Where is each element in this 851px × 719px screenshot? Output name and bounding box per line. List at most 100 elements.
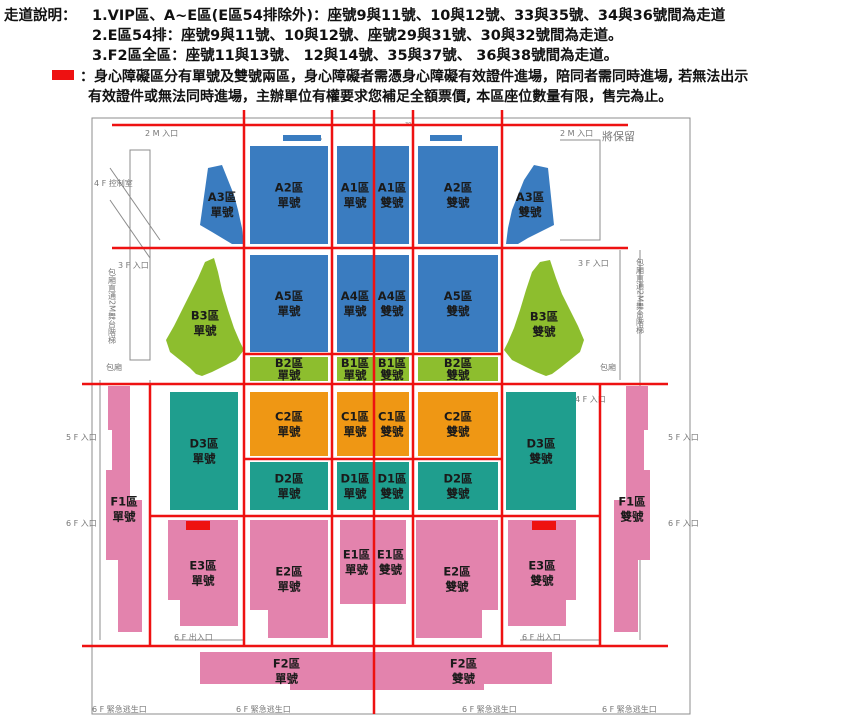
section-a3-left[interactable] <box>200 165 244 244</box>
section-e2-left[interactable] <box>250 520 328 638</box>
section-label-f2-left-name: F2區 <box>273 657 301 671</box>
section-label-b2-right-sub: 雙號 <box>447 368 470 382</box>
section-e3-right[interactable] <box>508 520 576 626</box>
left-box-stair-label-group: 包廂直通2M舞台階梯 <box>108 267 117 345</box>
section-e1-right[interactable] <box>375 520 406 604</box>
section-label-e2-left-sub: 單號 <box>278 580 301 594</box>
direct-stair-label-group: 包廂直通2M舞台階梯 <box>636 257 645 335</box>
section-a5-right[interactable] <box>418 255 498 352</box>
section-label-c2-right-name: C2區 <box>444 410 472 424</box>
section-label-a2-left-sub: 單號 <box>278 196 301 210</box>
section-label-c2-right-sub: 雙號 <box>447 425 470 439</box>
right-box-outline <box>619 250 641 380</box>
left-box-stair-label: 包廂直通2M舞台階梯 <box>108 267 117 345</box>
section-b2-right[interactable] <box>418 357 498 381</box>
section-label-e1-right-sub: 雙號 <box>379 563 402 577</box>
section-label-a2-right-name: A2區 <box>444 181 473 195</box>
section-label-f2-right-name: F2區 <box>450 657 478 671</box>
section-a5-left[interactable] <box>250 255 328 352</box>
section-label-a5-right-sub: 雙號 <box>447 304 470 318</box>
section-c2-left[interactable] <box>250 392 328 456</box>
section-b2-left[interactable] <box>250 357 328 381</box>
entrance-2m-left-label: 2 M 入口 <box>145 129 178 138</box>
section-label-c1-right-name: C1區 <box>378 410 406 424</box>
entrance-4f-label: 4 F 入口 <box>575 395 606 404</box>
left-stair-outline <box>129 149 151 361</box>
section-label-e3-right-name: E3區 <box>528 559 556 573</box>
section-label-e1-left-sub: 單號 <box>345 563 368 577</box>
section-c1-right[interactable] <box>375 392 409 456</box>
section-label-d2-left-sub: 單號 <box>278 487 301 501</box>
control-room-label: 4 F 控制室 <box>94 178 133 188</box>
section-label-a5-left-sub: 單號 <box>278 304 301 318</box>
section-label-a3-left-name: A3區 <box>208 190 237 204</box>
right-stair-outline <box>560 139 601 241</box>
note-line-1: 1.VIP區、A~E區(E區54排除外)：座號9與11號、10與12號、33與3… <box>92 8 726 24</box>
section-a4-right[interactable] <box>375 255 409 352</box>
section-label-e2-right-name: E2區 <box>443 565 471 579</box>
entrance-6f-left-label: 6 F 入口 <box>66 519 97 528</box>
section-label-f2-left-sub: 單號 <box>275 672 298 686</box>
section-label-e1-right-name: E1區 <box>377 548 405 562</box>
entrance-5f-left-label: 5 F 入口 <box>66 433 97 442</box>
section-b3-right[interactable] <box>504 260 584 376</box>
section-label-f1-right-name: F1區 <box>618 495 646 509</box>
section-label-b2-left-sub: 單號 <box>278 368 301 382</box>
section-label-a5-right-name: A5區 <box>444 289 473 303</box>
section-b1-left[interactable] <box>337 357 373 381</box>
section-e1-left[interactable] <box>340 520 373 604</box>
section-d3-left[interactable] <box>170 392 238 510</box>
entrance-3f-right-label: 3 F 入口 <box>578 259 609 268</box>
section-d2-right[interactable] <box>418 462 498 510</box>
section-b3-left[interactable] <box>166 258 244 376</box>
notes-heading: 走道說明： <box>4 8 77 24</box>
section-a4-left[interactable] <box>337 255 373 352</box>
section-label-c2-left-sub: 單號 <box>278 425 301 439</box>
section-b1-right[interactable] <box>375 357 409 381</box>
section-label-e2-left-name: E2區 <box>275 565 303 579</box>
section-f1-left[interactable] <box>106 386 142 632</box>
section-a3-right[interactable] <box>506 165 554 244</box>
emergency-exit-4-label: 6 F 緊急逃生口 <box>602 704 657 714</box>
accessible-area-left[interactable] <box>186 521 210 530</box>
section-label-b3-right-name: B3區 <box>530 310 559 324</box>
section-d1-right[interactable] <box>375 462 409 510</box>
section-label-d3-left-name: D3區 <box>189 437 219 451</box>
section-c2-right[interactable] <box>418 392 498 456</box>
note-line-2: 2.E區54排：座號9與11號、10與12號、座號29與31號、30與32號間為… <box>92 28 623 44</box>
section-d1-left[interactable] <box>337 462 373 510</box>
section-label-a1-right-sub: 雙號 <box>381 196 404 210</box>
section-a2-left[interactable] <box>250 146 328 244</box>
section-label-f1-left-sub: 單號 <box>113 510 136 524</box>
section-label-d2-right-name: D2區 <box>443 472 473 486</box>
section-a2-right[interactable] <box>418 146 498 244</box>
section-label-a4-left-name: A4區 <box>341 289 370 303</box>
section-f1-right[interactable] <box>614 386 650 632</box>
aisle-notes: 走道說明： 1.VIP區、A~E區(E區54排除外)：座號9與11號、10與12… <box>0 0 851 110</box>
section-a1-left[interactable] <box>337 146 373 244</box>
accessible-area-right[interactable] <box>532 521 556 530</box>
accessible-area-legend-swatch <box>52 70 74 80</box>
section-label-a4-right-sub: 雙號 <box>381 304 404 318</box>
section-e2-right[interactable] <box>416 520 498 638</box>
section-label-f1-left-name: F1區 <box>110 495 138 509</box>
entrance-6f-right-label: 6 F 入口 <box>668 519 699 528</box>
section-c1-left[interactable] <box>337 392 373 456</box>
section-label-b3-right-sub: 雙號 <box>533 325 556 339</box>
section-a1-right[interactable] <box>375 146 409 244</box>
section-f2-right[interactable] <box>375 652 552 690</box>
section-f2-left[interactable] <box>200 652 373 690</box>
box-left-label: 包廂 <box>106 362 122 372</box>
legend-line-2: 有效證件或無法同時進場，主辦單位有權要求您補足全額票價, 本區座位數量有限，售完… <box>88 89 673 105</box>
exit-6f-left-label: 6 F 出入口 <box>174 632 213 642</box>
section-d2-left[interactable] <box>250 462 328 510</box>
section-d3-right[interactable] <box>506 392 576 510</box>
section-label-e3-left-name: E3區 <box>189 559 217 573</box>
section-e3-left[interactable] <box>168 520 238 626</box>
section-label-a4-right-name: A4區 <box>378 289 407 303</box>
section-label-a2-left-name: A2區 <box>275 181 304 195</box>
section-label-d3-right-name: D3區 <box>526 437 556 451</box>
section-label-b2-left-name: B2區 <box>275 356 304 370</box>
